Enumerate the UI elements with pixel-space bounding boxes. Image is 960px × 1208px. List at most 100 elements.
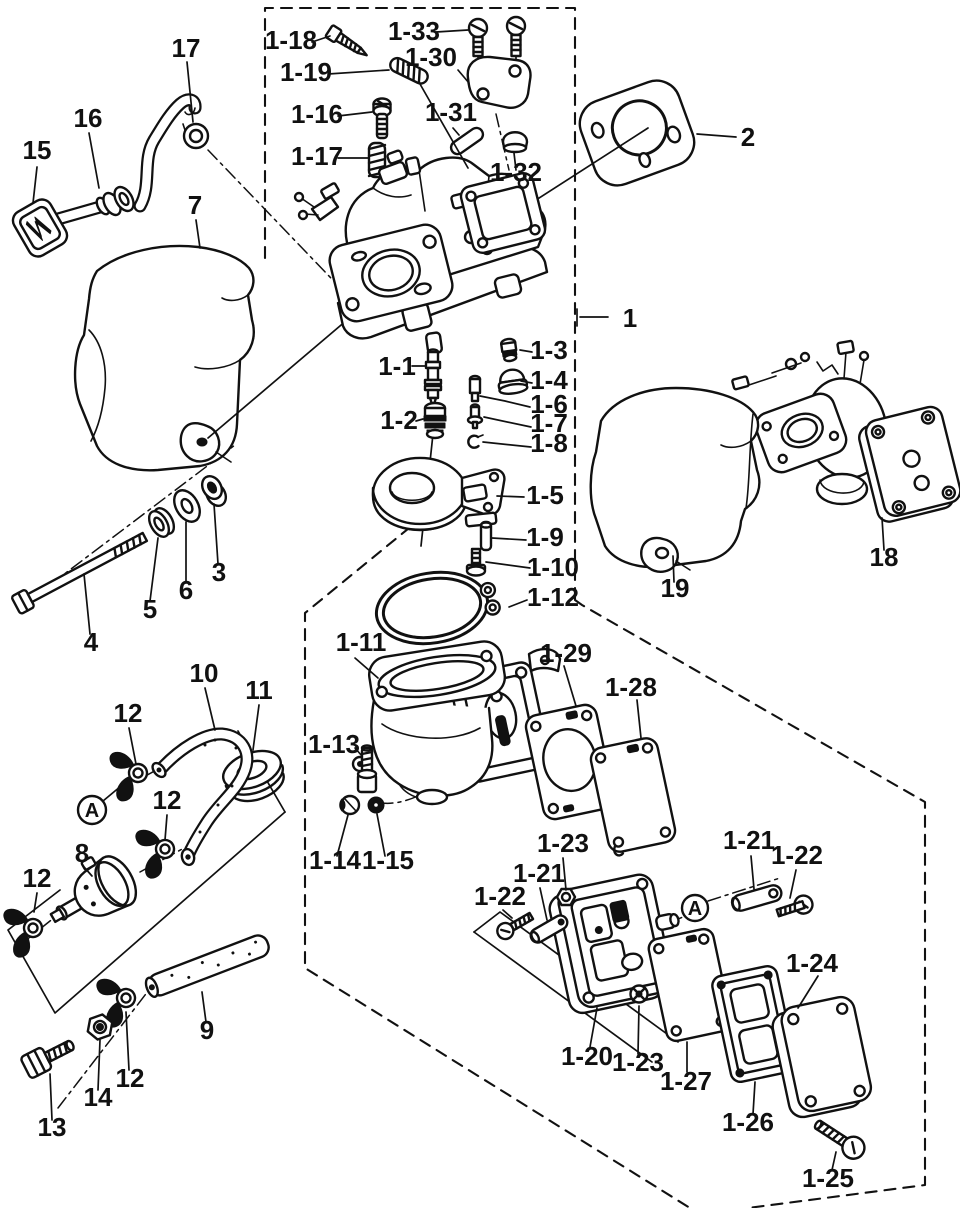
nut-1-23-a-drawing	[555, 887, 577, 907]
air-box-cover-19-drawing	[589, 386, 761, 573]
screws-1-33-drawing	[467, 15, 527, 58]
part-label-1-24: 1-24	[786, 948, 839, 978]
pin-1-6-drawing	[468, 374, 482, 403]
nut-14-drawing	[86, 1013, 114, 1041]
part-label-3: 3	[212, 557, 226, 587]
marker-a-left-label: A	[85, 800, 99, 822]
part-label-1-23-b: 1-23	[612, 1047, 664, 1077]
part-label-1-28: 1-28	[605, 672, 657, 702]
marker-a-left: A	[76, 794, 108, 826]
assembled-carburetor-18-drawing	[731, 339, 960, 523]
diaphragm-1-28-drawing	[589, 737, 677, 857]
part-label-14: 14	[84, 1082, 113, 1112]
callout-labels: 1-18 1-33 1-30 1-19 1-16 1-31 1-17 1-32 …	[23, 16, 899, 1193]
part-label-1-11: 1-11	[336, 627, 387, 657]
part-label-1-1: 1-1	[378, 351, 416, 381]
part-label-12-d: 12	[116, 1063, 145, 1093]
part-label-1-32: 1-32	[490, 157, 542, 187]
part-label-1-27: 1-27	[660, 1066, 712, 1096]
part-label-1-30: 1-30	[405, 42, 457, 72]
part-label-1-7: 1-7	[530, 408, 568, 438]
part-label-1-31: 1-31	[425, 97, 477, 127]
screw-1-13-drawing	[356, 744, 378, 794]
fuel-hose-10-drawing	[151, 727, 254, 867]
clip-1-8-drawing	[467, 434, 484, 449]
part-label-1-15: 1-15	[362, 845, 414, 875]
pilot-screw-drawing	[324, 24, 368, 57]
part-label-6: 6	[179, 575, 193, 605]
part-label-12-a: 12	[114, 698, 143, 728]
fitting-13-drawing	[20, 1039, 75, 1079]
nut-1-23-b-drawing	[629, 984, 649, 1004]
marker-a-right-label: A	[688, 898, 702, 920]
part-label-12-b: 12	[153, 785, 182, 815]
part-label-8: 8	[75, 838, 89, 868]
screw-1-22-a-drawing	[496, 911, 535, 941]
screw-1-7-drawing	[466, 403, 484, 430]
air-box-cover-7-drawing	[73, 244, 255, 472]
part-label-2: 2	[741, 122, 755, 152]
part-label-11: 11	[245, 675, 273, 705]
pin-1-21-b-drawing	[730, 884, 783, 912]
main-jet-1-2-drawing	[423, 401, 447, 440]
screw-1-25-drawing	[813, 1119, 866, 1160]
part-label-1-20: 1-20	[561, 1041, 613, 1071]
screw-1-10-drawing	[465, 547, 487, 577]
part-label-1-22-b: 1-22	[771, 840, 823, 870]
spring-1-19-drawing	[389, 56, 429, 85]
float-bowl-1-11-drawing	[351, 640, 562, 806]
pump-cover-1-24-drawing	[771, 995, 873, 1119]
part-label-4: 4	[84, 627, 99, 657]
lock-washer-5-drawing	[147, 507, 176, 538]
part-label-1-21-a: 1-21	[513, 858, 565, 888]
fuel-hose-9-drawing	[144, 934, 270, 998]
part-label-1-23-a: 1-23	[537, 828, 589, 858]
plug-1-14-drawing	[339, 794, 361, 816]
plug-1-4-drawing	[497, 368, 529, 395]
part-label-1-5: 1-5	[526, 480, 564, 510]
float-1-5-drawing	[371, 456, 506, 532]
part-label-1-19: 1-19	[280, 57, 332, 87]
part-label-16: 16	[74, 103, 103, 133]
washer-1-15-drawing	[367, 796, 385, 814]
cap-1-32-drawing	[501, 131, 529, 154]
part-label-1-13: 1-13	[308, 729, 360, 759]
part-label-15: 15	[23, 135, 52, 165]
carburetor-body-drawing	[293, 149, 549, 355]
part-label-18: 18	[870, 542, 899, 572]
washer-6-drawing	[173, 489, 201, 523]
pin-1-31-drawing	[449, 126, 485, 156]
part-label-5: 5	[143, 594, 157, 624]
marker-a-right: A	[680, 893, 710, 923]
part-label-1-16: 1-16	[291, 99, 343, 129]
part-label-12-c: 12	[23, 863, 52, 893]
o-ring-1-12-drawing	[374, 570, 501, 646]
part-label-1-12: 1-12	[527, 582, 579, 612]
pump-body-1-20-drawing	[548, 873, 680, 1015]
part-label-1-17: 1-17	[291, 141, 343, 171]
part-label-1-8: 1-8	[530, 428, 568, 458]
valve-seat-1-3-drawing	[500, 337, 518, 363]
leader-lines	[32, 29, 885, 1171]
main-nozzle-1-1-drawing	[423, 348, 443, 406]
part-label-1-4: 1-4	[530, 365, 568, 395]
pin-1-21-a-drawing	[529, 914, 569, 944]
screw-1-22-b-drawing	[775, 894, 814, 918]
part-label-1-10: 1-10	[527, 552, 579, 582]
part-label-1-6: 1-6	[530, 389, 568, 419]
part-label-10: 10	[190, 658, 219, 688]
plate-1-30-drawing	[466, 55, 532, 109]
part-label-7: 7	[188, 190, 202, 220]
float-pin-1-9-drawing	[479, 520, 493, 552]
part-label-1-26: 1-26	[722, 1107, 774, 1137]
part-label-1-33: 1-33	[388, 16, 440, 46]
grommet-17-drawing	[182, 122, 210, 150]
part-label-1-21-b: 1-21	[723, 825, 775, 855]
part-label-1-9: 1-9	[526, 522, 564, 552]
part-label-13: 13	[38, 1112, 67, 1142]
bolt-4-drawing	[11, 531, 149, 615]
part-label-9: 9	[200, 1015, 214, 1045]
part-label-17: 17	[172, 33, 201, 63]
